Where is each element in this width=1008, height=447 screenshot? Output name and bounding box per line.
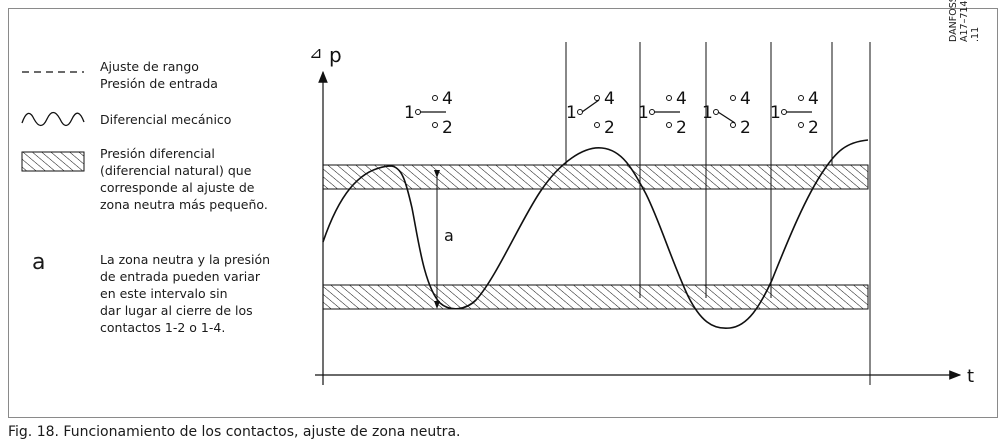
contact-symbol-1: 1 4 2 xyxy=(404,89,453,138)
contact-lower-label: 2 xyxy=(676,118,687,138)
contact-common-terminal xyxy=(577,109,583,115)
contact-lower-terminal xyxy=(730,122,736,128)
y-axis-label: p xyxy=(329,43,342,67)
contact-upper-terminal xyxy=(594,95,600,101)
contact-lever xyxy=(581,99,600,113)
figure-caption: Fig. 18. Funcionamiento de los contactos… xyxy=(8,424,461,440)
contact-upper-label: 4 xyxy=(442,89,453,109)
contact-symbol-3: 1 4 2 xyxy=(638,89,687,138)
legend-wave-label: Diferencial mecánico xyxy=(100,112,232,127)
contact-upper-label: 4 xyxy=(676,89,687,109)
contact-symbol-4: 1 4 2 xyxy=(702,89,751,138)
contact-upper-terminal xyxy=(432,95,438,101)
contact-common-label: 1 xyxy=(702,103,713,123)
legend-a-symbol: a xyxy=(32,250,46,275)
contact-upper-terminal xyxy=(730,95,736,101)
contact-lower-terminal xyxy=(432,122,438,128)
time-separators xyxy=(565,42,871,385)
contact-symbol-2: 1 4 2 xyxy=(566,89,615,138)
upper-hatch-band xyxy=(322,164,869,190)
contact-lower-label: 2 xyxy=(604,118,615,138)
contact-upper-terminal xyxy=(666,95,672,101)
y-axis-prefix: ⊿ xyxy=(309,43,322,62)
contact-upper-label: 4 xyxy=(740,89,751,109)
contact-common-label: 1 xyxy=(566,103,577,123)
contact-common-label: 1 xyxy=(404,103,415,123)
contact-common-label: 1 xyxy=(770,103,781,123)
contact-upper-terminal xyxy=(798,95,804,101)
contact-lower-label: 2 xyxy=(442,118,453,138)
contact-lower-terminal xyxy=(798,122,804,128)
drawing-code: DANFOSS A17–714.11 .11 xyxy=(948,0,981,42)
legend-hatch-label: Presión diferencial (diferencial natural… xyxy=(100,146,268,212)
dimension-a-label: a xyxy=(444,226,454,245)
x-axis-label: t xyxy=(967,366,974,387)
lower-hatch-band xyxy=(322,284,869,310)
contact-common-terminal xyxy=(649,109,655,115)
contact-common-terminal xyxy=(713,109,719,115)
contact-lower-label: 2 xyxy=(808,118,819,138)
legend-dashed-label: Ajuste de rango Presión de entrada xyxy=(100,59,218,91)
figure-frame xyxy=(8,8,998,418)
pressure-curve xyxy=(322,139,869,329)
hatch-symbol xyxy=(21,151,85,172)
contact-upper-label: 4 xyxy=(808,89,819,109)
contact-common-label: 1 xyxy=(638,103,649,123)
contact-upper-label: 4 xyxy=(604,89,615,109)
contact-lower-terminal xyxy=(666,122,672,128)
legend-a-label: La zona neutra y la presión de entrada p… xyxy=(100,252,271,335)
contact-common-terminal xyxy=(781,109,787,115)
contact-lever xyxy=(717,111,736,124)
contact-common-terminal xyxy=(415,109,421,115)
contact-symbol-5: 1 4 2 xyxy=(770,89,819,138)
contact-lower-label: 2 xyxy=(740,118,751,138)
contact-lower-terminal xyxy=(594,122,600,128)
wave-symbol xyxy=(21,111,85,127)
